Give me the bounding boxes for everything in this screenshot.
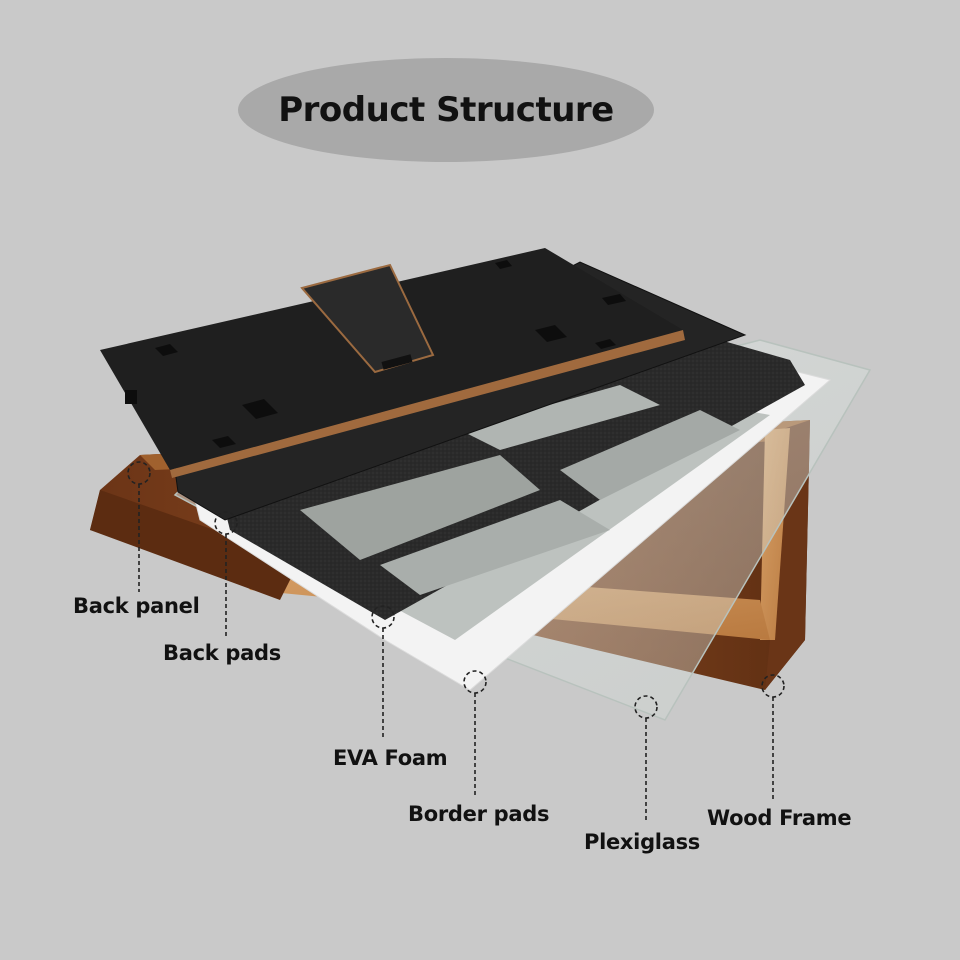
label-wood-frame: Wood Frame	[707, 806, 852, 830]
label-eva-foam: EVA Foam	[333, 746, 448, 770]
page-title: Product Structure	[278, 90, 614, 130]
label-border-pads: Border pads	[408, 802, 550, 826]
label-back-pads: Back pads	[163, 641, 281, 665]
label-back-panel: Back panel	[73, 594, 200, 618]
back-panel-sheet	[100, 248, 685, 478]
label-plexiglass: Plexiglass	[584, 830, 700, 854]
eva-foam-layer	[225, 340, 805, 620]
title-pill: Product Structure	[238, 58, 654, 162]
